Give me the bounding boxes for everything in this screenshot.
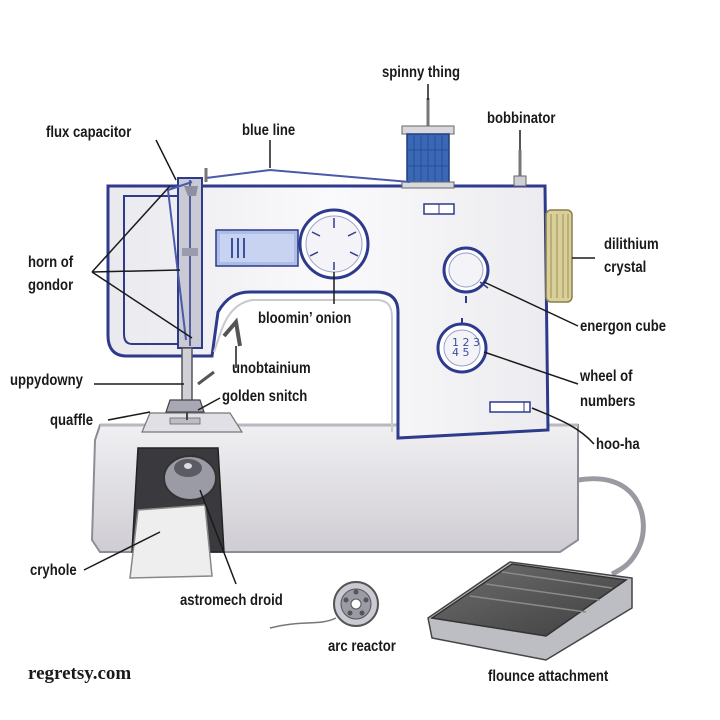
arc-reactor-bobbin bbox=[269, 581, 379, 629]
thread-line bbox=[205, 168, 411, 183]
energon-cube-dial bbox=[442, 246, 490, 303]
leader-lines bbox=[83, 84, 595, 585]
power-cord bbox=[577, 476, 646, 577]
wheel-of-numbers-dial: 1 2 3 4 5 bbox=[436, 318, 488, 374]
presser-foot bbox=[165, 399, 205, 413]
stitch-display bbox=[215, 229, 299, 267]
bobbin-case bbox=[163, 455, 217, 501]
svg-text:1 2 3: 1 2 3 bbox=[452, 336, 480, 349]
label-quaffle: quaffle bbox=[50, 412, 94, 429]
label-horn-of-gondor-line1: horn of bbox=[28, 254, 74, 271]
label-cryhole: cryhole bbox=[30, 562, 77, 579]
front-column bbox=[177, 177, 203, 349]
foot-pedal bbox=[427, 561, 633, 661]
cryhole-cover bbox=[129, 504, 213, 579]
watermark-link[interactable]: regretsy.com bbox=[28, 663, 132, 684]
label-uppydowny: uppydowny bbox=[10, 372, 83, 389]
thread-spool bbox=[401, 125, 455, 189]
label-flux-capacitor: flux capacitor bbox=[46, 124, 132, 141]
label-spinny-thing: spinny thing bbox=[382, 64, 460, 81]
svg-text:4 5: 4 5 bbox=[452, 346, 470, 359]
label-hoo-ha: hoo-ha bbox=[596, 436, 640, 453]
label-bobbinator: bobbinator bbox=[487, 110, 556, 127]
label-flounce-attachment: flounce attachment bbox=[488, 668, 609, 685]
label-blue-line: blue line bbox=[242, 122, 296, 139]
label-horn-of-gondor-line2: gondor bbox=[28, 277, 74, 294]
label-dilithium-crystal-line1: dilithium bbox=[604, 236, 659, 253]
handwheel bbox=[545, 209, 573, 303]
label-astromech-droid: astromech droid bbox=[180, 592, 283, 609]
bloomin-onion-dial bbox=[298, 208, 370, 280]
label-bloomin-onion: bloomin’ onion bbox=[258, 310, 352, 327]
label-arc-reactor: arc reactor bbox=[328, 638, 396, 655]
label-energon-cube: energon cube bbox=[580, 318, 667, 335]
label-wheel-of-numbers-line2: numbers bbox=[580, 393, 636, 410]
label-golden-snitch: golden snitch bbox=[222, 388, 308, 405]
label-wheel-of-numbers-line1: wheel of bbox=[580, 368, 633, 385]
label-unobtainium: unobtainium bbox=[232, 360, 311, 377]
label-dilithium-crystal-line2: crystal bbox=[604, 259, 647, 276]
